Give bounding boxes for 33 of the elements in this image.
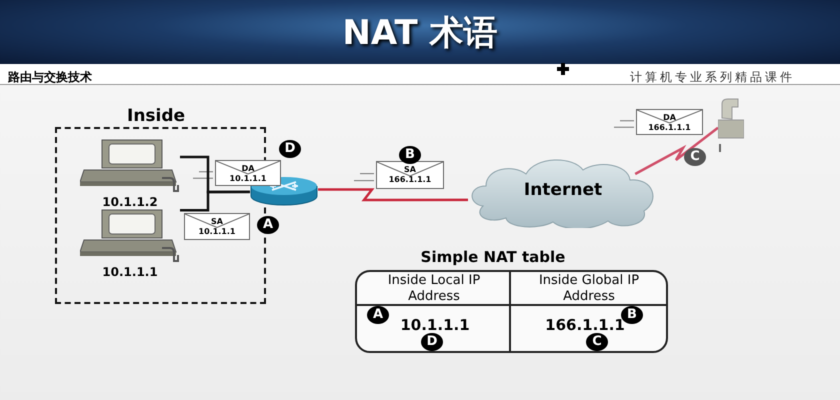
computer-icon xyxy=(718,98,744,152)
packet-envelope xyxy=(376,161,444,189)
packet-envelope xyxy=(184,213,250,240)
ip-address-caption: 10.1.1.2 xyxy=(101,195,159,209)
ip-address: 166.1.1.1 xyxy=(647,123,692,133)
callout-letter: B xyxy=(399,146,421,164)
table-value: 10.1.1.1 xyxy=(399,316,471,336)
computer-icon xyxy=(80,138,180,193)
callout-letter: D xyxy=(279,140,301,158)
address-type-label: DA xyxy=(240,164,256,174)
address-type-label: DA xyxy=(662,113,677,123)
header-text: 计算机专业系列精品课件 xyxy=(630,69,796,86)
packet-envelope xyxy=(636,109,703,135)
slide-title: NAT 术语 xyxy=(341,12,499,55)
table-header: Inside Global IP Address xyxy=(538,273,640,305)
header-text: 路由与交换技术 xyxy=(8,69,93,86)
computer-icon xyxy=(80,208,180,263)
connection-line xyxy=(318,188,468,202)
connection-line xyxy=(634,126,719,176)
ip-address: 10.1.1.1 xyxy=(198,227,236,237)
table-title: Simple NAT table xyxy=(420,248,566,268)
address-type-label: SA xyxy=(210,217,224,227)
connection-line xyxy=(180,190,250,212)
callout-letter: C xyxy=(684,148,706,166)
callout-letter: A xyxy=(257,216,279,234)
address-type-label: SA xyxy=(403,165,417,175)
ip-address: 166.1.1.1 xyxy=(388,175,432,185)
table-header: Inside Local IP Address xyxy=(386,273,482,305)
zone-heading: Inside xyxy=(127,106,186,126)
ip-address: 10.1.1.1 xyxy=(228,174,268,184)
ip-address-caption: 10.1.1.1 xyxy=(101,265,159,279)
cloud-label: Internet xyxy=(522,180,604,200)
packet-envelope xyxy=(215,160,281,186)
